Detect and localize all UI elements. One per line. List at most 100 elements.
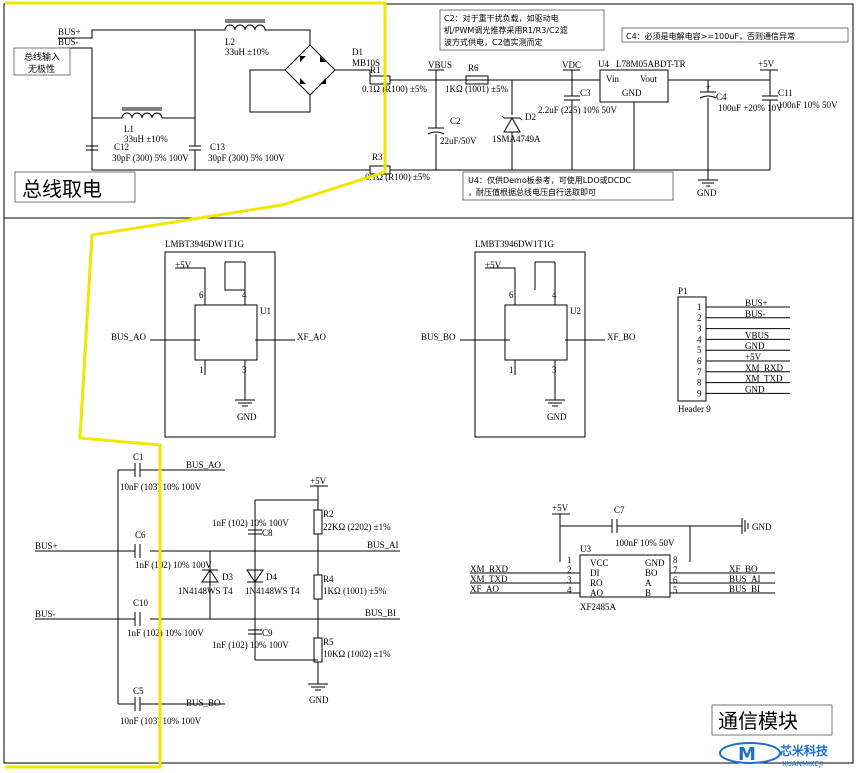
p1-pin: 6 xyxy=(697,356,702,366)
bus-minus-label: BUS- xyxy=(58,37,79,47)
r6-resistor xyxy=(465,75,489,85)
p1-pin: 2 xyxy=(697,313,702,323)
c6-value: 1nF (102) 10% 100V xyxy=(135,560,212,570)
brand-sub: XUANMIKEJI xyxy=(782,760,823,768)
c7-value: 100nF 10% 50V xyxy=(615,538,675,548)
svg-text:4: 4 xyxy=(552,290,557,300)
svg-text:GND: GND xyxy=(309,695,329,705)
r5-resistor xyxy=(313,637,323,663)
power-section-label: 总线取电 xyxy=(22,177,102,201)
svg-text:6: 6 xyxy=(199,290,204,300)
comm-section-label: 通信模块 xyxy=(718,709,798,733)
svg-text:1: 1 xyxy=(199,365,204,375)
u2-left-net: BUS_BO xyxy=(421,332,456,342)
u1-right-net: XF_AO xyxy=(297,332,327,342)
c3-label: C3 xyxy=(580,88,591,98)
svg-text:C10: C10 xyxy=(133,598,149,608)
comm-section-frame xyxy=(3,217,854,764)
c10-value: 1nF (102) 10% 100V xyxy=(127,628,204,638)
u1-label: U1 xyxy=(260,306,271,316)
svg-text:M: M xyxy=(738,744,756,765)
c12-value: 30pF (300) 5% 100V xyxy=(112,153,189,163)
u2-part: LMBT3946DW1T1G xyxy=(475,239,554,249)
svg-text:+5V: +5V xyxy=(485,260,502,270)
c13-label: C13 xyxy=(210,142,226,152)
u3-label: U3 xyxy=(580,544,591,554)
r1-value: 0.1Ω (R100) ±5% xyxy=(362,84,427,94)
svg-text:6: 6 xyxy=(673,575,678,585)
p1-net: GND xyxy=(745,341,765,351)
svg-text:D3: D3 xyxy=(222,572,233,582)
p1-pin: 7 xyxy=(697,367,702,377)
svg-text:+5V: +5V xyxy=(175,260,192,270)
d2-zener xyxy=(503,116,521,133)
svg-text:GND: GND xyxy=(237,412,257,422)
r5-value: 10KΩ (1002) ±1% xyxy=(323,649,391,659)
u3-right-net: BUS_BI xyxy=(729,584,760,594)
bus-protection: BUS+ BUS- C1 10nF (103) 10% 100V BUS_AO … xyxy=(35,452,400,726)
u3-right-net: BUS_AI xyxy=(729,574,761,584)
u4-vout: Vout xyxy=(640,74,657,84)
bus-plus-wire xyxy=(58,29,210,39)
svg-text:R5: R5 xyxy=(323,637,334,647)
r2-value: 22KΩ (2202) ±1% xyxy=(323,522,391,532)
svg-text:BO: BO xyxy=(645,568,658,578)
svg-text:7: 7 xyxy=(673,565,678,575)
c4-label: C4 xyxy=(716,92,727,102)
comm-section-label-box xyxy=(711,704,833,736)
u2-right-net: XF_BO xyxy=(607,332,636,342)
r4-resistor xyxy=(313,574,323,600)
svg-text:VCC: VCC xyxy=(590,558,609,568)
l2-inductor xyxy=(210,24,285,31)
svg-text:1: 1 xyxy=(509,365,514,375)
u3-left-net: XM_TXD xyxy=(470,574,508,584)
vbus-label: VBUS xyxy=(428,60,452,70)
l1-value: 33uH ±10% xyxy=(124,134,168,144)
svg-text:+5V: +5V xyxy=(552,503,569,513)
c2-label: C2 xyxy=(450,116,461,126)
svg-text:3: 3 xyxy=(567,575,572,585)
c12-label: C12 xyxy=(114,142,129,152)
bus-minus-in: BUS- xyxy=(35,609,56,619)
svg-text:2: 2 xyxy=(567,565,572,575)
c4-value: 100uF +20% 10V xyxy=(718,103,783,113)
d1-value: MB10S xyxy=(352,58,380,68)
r1-resistor xyxy=(369,75,391,85)
c2-note xyxy=(439,9,605,51)
r2-resistor xyxy=(313,509,323,535)
p1-net: BUS- xyxy=(745,309,766,319)
r3-label: R3 xyxy=(372,152,383,162)
p1-net: VBUS xyxy=(745,330,769,340)
svg-text:8: 8 xyxy=(673,555,678,565)
svg-text:GND: GND xyxy=(645,558,665,568)
d4-diode xyxy=(246,569,264,583)
p5v-label-power: +5V xyxy=(758,59,775,69)
c4-note xyxy=(621,27,849,43)
p1-name: Header 9 xyxy=(678,404,711,414)
svg-text:波方式供电，C2值实测而定: 波方式供电，C2值实测而定 xyxy=(444,37,543,47)
l1-label: L1 xyxy=(124,124,134,134)
p1-pin: 4 xyxy=(697,334,702,344)
d4-value: 1N4148WS T4 xyxy=(245,586,300,596)
p1-pin: 3 xyxy=(697,324,702,334)
p1-pin: 8 xyxy=(697,378,702,388)
d3-diode xyxy=(201,569,219,583)
vdc-label: VDC xyxy=(562,60,581,70)
svg-text:B: B xyxy=(645,588,651,598)
svg-text:C7: C7 xyxy=(614,505,625,515)
svg-text:4: 4 xyxy=(242,290,247,300)
l2-value: 33uH ±10% xyxy=(225,47,269,57)
u3-right-net: XF_BO xyxy=(729,564,758,574)
c11-label: C11 xyxy=(778,88,793,98)
svg-text:机/PWM调光推荐采用R1/R3/C2滤: 机/PWM调光推荐采用R1/R3/C2滤 xyxy=(444,25,568,35)
svg-text:C9: C9 xyxy=(262,628,273,638)
d1-label: D1 xyxy=(352,47,363,57)
p1-net: BUS+ xyxy=(745,298,768,308)
svg-text:R2: R2 xyxy=(323,509,334,519)
u4-part: L78M05ABDT-TR xyxy=(616,59,686,69)
svg-text:5: 5 xyxy=(673,585,678,595)
svg-text:，耐压值根据总线电压自行选取即可: ，耐压值根据总线电压自行选取即可 xyxy=(468,187,596,197)
l2-label: L2 xyxy=(225,37,235,47)
